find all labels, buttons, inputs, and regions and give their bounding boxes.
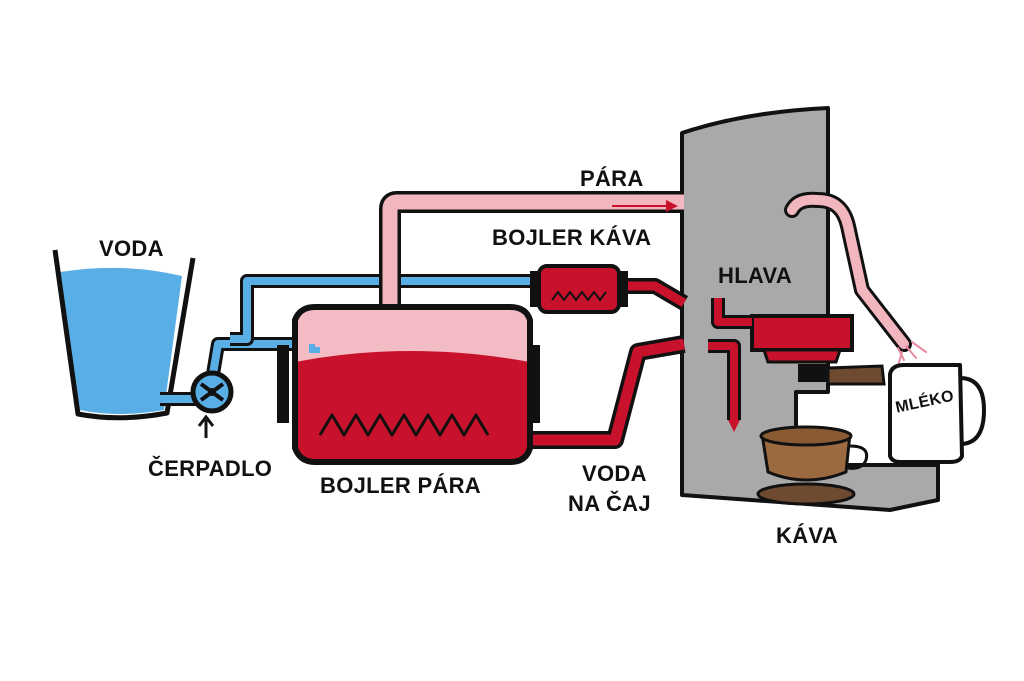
hot-water-pipes <box>505 278 689 449</box>
pump <box>190 370 234 414</box>
label-kava: KÁVA <box>776 523 838 548</box>
label-cerpadlo: ČERPADLO <box>148 456 273 481</box>
hot-water-spout <box>708 339 741 432</box>
milk-jug <box>888 363 987 464</box>
coffee-boiler <box>530 264 628 314</box>
label-voda: VODA <box>99 236 164 261</box>
steam-pipe <box>379 191 684 322</box>
label-para: PÁRA <box>580 166 644 191</box>
water-tank <box>52 249 196 421</box>
steam-boiler <box>277 304 540 465</box>
label-hlava: HLAVA <box>718 263 793 288</box>
coffee-cup <box>756 425 869 506</box>
label-voda-na-caj-line1: VODA <box>582 461 647 486</box>
label-bojler-kava: BOJLER KÁVA <box>492 225 652 250</box>
label-voda-na-caj-line2: NA ČAJ <box>568 491 651 516</box>
group-head <box>711 298 886 386</box>
machine-body <box>680 106 940 512</box>
label-bojler-para: BOJLER PÁRA <box>320 473 481 498</box>
steam-wand <box>784 191 927 367</box>
pump-arrow <box>197 414 215 438</box>
